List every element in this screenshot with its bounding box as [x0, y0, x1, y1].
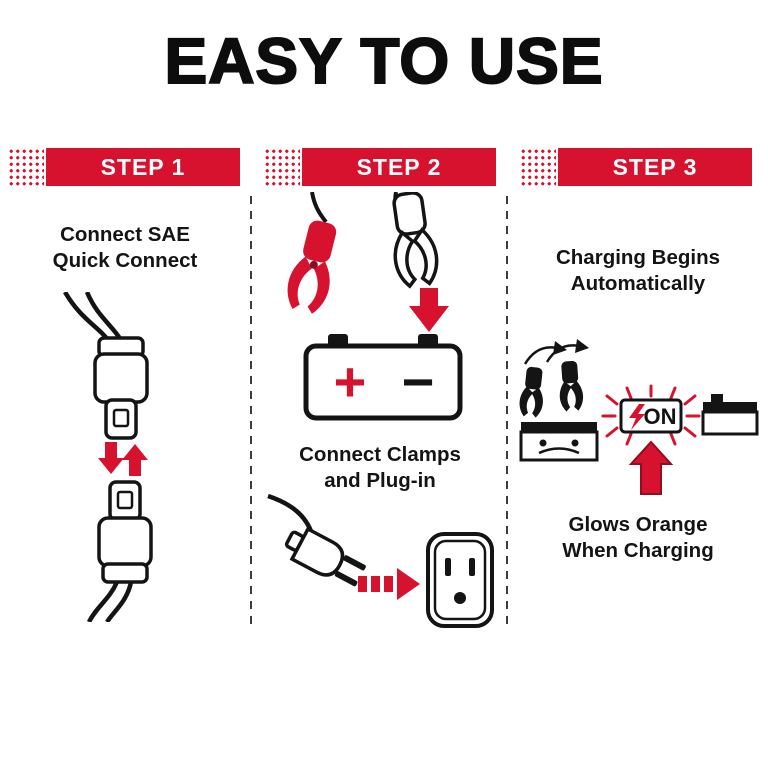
black-clamp-icon [392, 192, 439, 289]
page-title: EASY TO USE [164, 24, 604, 98]
red-clamp-icon [287, 220, 337, 314]
charger-face-icon [519, 422, 599, 462]
sae-plug-bottom [97, 480, 153, 584]
flip-arrows-icon [523, 339, 589, 365]
up-arrow-icon [122, 444, 148, 476]
halftone-dots-step2 [264, 148, 300, 186]
battery-icon: + − [303, 334, 463, 421]
halftone-dots-step1 [8, 148, 44, 186]
up-arrow-icon [628, 440, 674, 495]
clamps-battery-illustration: + − [287, 192, 463, 421]
down-arrow-icon [409, 288, 449, 332]
dashed-divider-right [506, 196, 508, 628]
step3-caption-top: Charging Begins Automatically [555, 246, 720, 296]
dashed-arrow-icon [358, 568, 420, 600]
halftone-dots-step3 [520, 148, 556, 186]
step3-banner: STEP 3 [558, 148, 752, 186]
sae-connect-illustration [63, 292, 153, 622]
step2-banner: STEP 2 [302, 148, 496, 186]
mini-clamp-left-icon [519, 366, 543, 418]
step1-caption: Connect SAE Quick Connect [52, 223, 198, 273]
on-indicator: ON [619, 398, 683, 434]
battery-plus-symbol: + [334, 350, 367, 413]
step3-caption-bottom: Glows Orange When Charging [562, 513, 714, 563]
mini-clamp-right-icon [559, 360, 584, 412]
wall-outlet-icon [426, 532, 494, 628]
step1-banner: STEP 1 [46, 148, 240, 186]
battery-side-icon [701, 394, 759, 436]
down-arrow-icon [98, 442, 124, 474]
on-label: ON [644, 404, 677, 429]
plug-outlet-illustration [267, 493, 494, 628]
glow-rays-icon [601, 384, 701, 446]
dashed-divider-left [250, 196, 252, 628]
charging-indicator-illustration: ON [519, 339, 759, 495]
step2-caption: Connect Clamps and Plug-in [299, 443, 461, 493]
lightning-bolt-icon [629, 404, 645, 430]
battery-minus-symbol: − [402, 350, 435, 413]
power-plug-icon [284, 526, 366, 587]
sae-plug-top [93, 336, 149, 440]
